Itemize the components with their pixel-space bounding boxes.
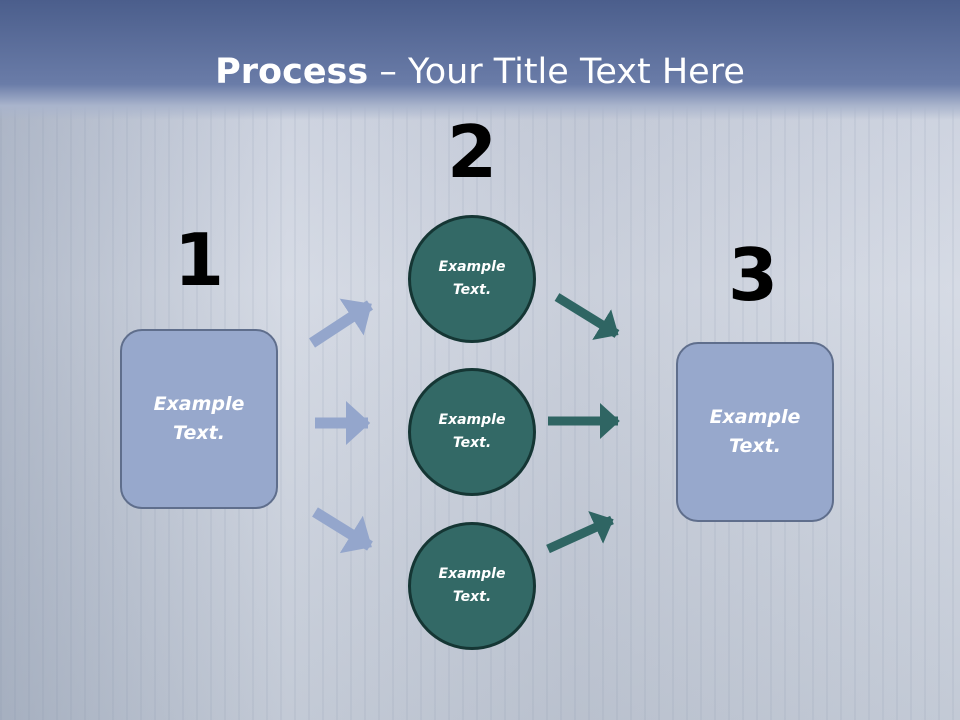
circle-3-text: Example Text.: [438, 566, 506, 605]
arrow-from-circle-1: [554, 293, 620, 340]
circle-3: Example Text.: [408, 522, 536, 650]
step-box-right-text: Example Text.: [709, 406, 801, 457]
circle-2: Example Text.: [408, 368, 536, 496]
step-box-right: Example Text.: [676, 342, 834, 522]
title-bold: Process: [215, 52, 369, 92]
slide-title: Process – Your Title Text Here: [0, 52, 960, 92]
step-number-3: 3: [727, 233, 779, 317]
step-box-left: Example Text.: [120, 329, 278, 509]
arrow-to-circle-1: [308, 298, 374, 348]
arrow-from-circle-3: [546, 511, 614, 554]
title-bar: Process – Your Title Text Here: [0, 0, 960, 120]
step-box-left-text: Example Text.: [153, 393, 245, 444]
circle-1: Example Text.: [408, 215, 536, 343]
title-rest: – Your Title Text Here: [368, 52, 745, 92]
step-number-2: 2: [446, 110, 498, 194]
circle-2-text: Example Text.: [438, 412, 506, 451]
circle-1-text: Example Text.: [438, 259, 506, 298]
arrow-to-circle-3: [312, 507, 373, 554]
step-number-1: 1: [173, 218, 225, 302]
